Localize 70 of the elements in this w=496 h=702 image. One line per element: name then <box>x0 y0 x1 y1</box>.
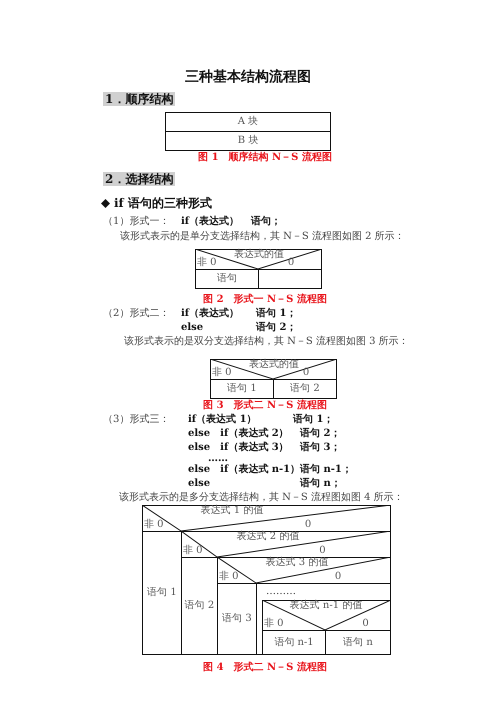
statement-text: 语句 3 <box>222 614 252 624</box>
description-text: 该形式表示的是单分支选择结构，其 N－S 流程图如图 2 所示： <box>120 232 405 242</box>
subsection-heading: if 语句的三种形式 <box>114 197 212 209</box>
statement-text: B 块 <box>238 136 258 146</box>
code-text: else <box>181 323 204 333</box>
statement-text: A 块 <box>238 117 258 127</box>
code-text: 语句 n-1； <box>300 465 352 475</box>
code-text: 语句 1； <box>256 309 296 319</box>
false-branch-label: 0 <box>319 546 326 556</box>
ellipsis-text: ……… <box>266 587 296 597</box>
form-label: （2）形式二： <box>103 309 170 319</box>
condition-header <box>195 249 322 270</box>
true-branch-label: 非 0 <box>212 368 232 378</box>
form-label: （3）形式三： <box>103 415 170 425</box>
code-text: else if（表达式 2） <box>188 429 289 439</box>
false-branch-label: 0 <box>302 368 310 378</box>
condition-text: 表达式的值 <box>249 360 299 370</box>
true-branch-label: 非 0 <box>219 572 239 582</box>
statement-box <box>165 112 331 132</box>
condition-text: 表达式 1 的值 <box>200 506 264 516</box>
section-heading: 1．顺序结构 <box>103 92 176 106</box>
code-text: 语句 2； <box>300 429 340 439</box>
statement-text: 语句 2 <box>290 384 320 394</box>
statement-text: 语句 n <box>343 638 373 648</box>
false-branch-label: 0 <box>304 520 312 530</box>
code-text: 语句 1； <box>293 415 334 425</box>
code-text: 语句 2； <box>256 323 296 333</box>
false-branch-label: 0 <box>334 572 342 582</box>
code-text: 语句 3； <box>300 443 340 453</box>
description-text: 该形式表示的是双分支选择结构，其 N－S 流程图如图 3 所示： <box>124 337 409 347</box>
code-text: if（表达式） <box>181 309 240 319</box>
true-branch-label: 非 0 <box>197 258 217 268</box>
false-branch-label: 0 <box>362 619 369 629</box>
code-text: if（表达式） <box>181 217 240 227</box>
figure-caption: 图 3 形式二 N－S 流程图 <box>203 401 327 411</box>
statement-box <box>195 269 259 289</box>
statement-box <box>165 131 331 151</box>
code-text: else if（表达式 3） <box>188 443 289 453</box>
code-text: 语句； <box>251 217 281 227</box>
statement-box <box>210 379 274 399</box>
code-text: if（表达式 1） <box>188 415 257 425</box>
true-branch-label: 非 0 <box>264 619 284 629</box>
condition-header <box>262 600 391 631</box>
figure-caption: 图 1 顺序结构 N－S 流程图 <box>198 153 332 163</box>
condition-text: 表达式 n-1 的值 <box>290 601 362 611</box>
figure-caption: 图 2 形式一 N－S 流程图 <box>203 295 327 305</box>
section-heading: 2．选择结构 <box>103 172 176 186</box>
statement-text: 语句 2 <box>184 601 214 611</box>
page-title: 三种基本结构流程图 <box>185 70 311 84</box>
condition-header <box>142 505 391 532</box>
statement-text: 语句 1 <box>147 588 177 598</box>
condition-text: 表达式的值 <box>234 250 284 260</box>
condition-header <box>217 557 391 584</box>
condition-text: 表达式 3 的值 <box>266 558 328 568</box>
condition-header <box>210 359 337 380</box>
description-text: 该形式表示的是多分支选择结构，其 N－S 流程图如图 4 所示： <box>119 493 404 503</box>
ellipsis-text: …… <box>208 454 228 464</box>
code-text: else if（表达式 n-1） <box>188 465 300 475</box>
form-label: （1）形式一： <box>103 217 170 227</box>
statement-text: 语句 <box>217 274 237 284</box>
statement-text: 语句 1 <box>227 384 257 394</box>
code-text: 语句 n； <box>300 479 341 489</box>
condition-text: 表达式 2 的值 <box>236 532 300 542</box>
statement-box <box>273 379 337 399</box>
figure-caption: 图 4 形式二 N－S 流程图 <box>203 663 327 673</box>
true-branch-label: 非 0 <box>183 546 203 556</box>
code-text: else <box>188 479 210 489</box>
statement-text: 语句 n-1 <box>274 638 314 648</box>
false-branch-label: 0 <box>288 258 294 268</box>
true-branch-label: 非 0 <box>144 520 164 530</box>
